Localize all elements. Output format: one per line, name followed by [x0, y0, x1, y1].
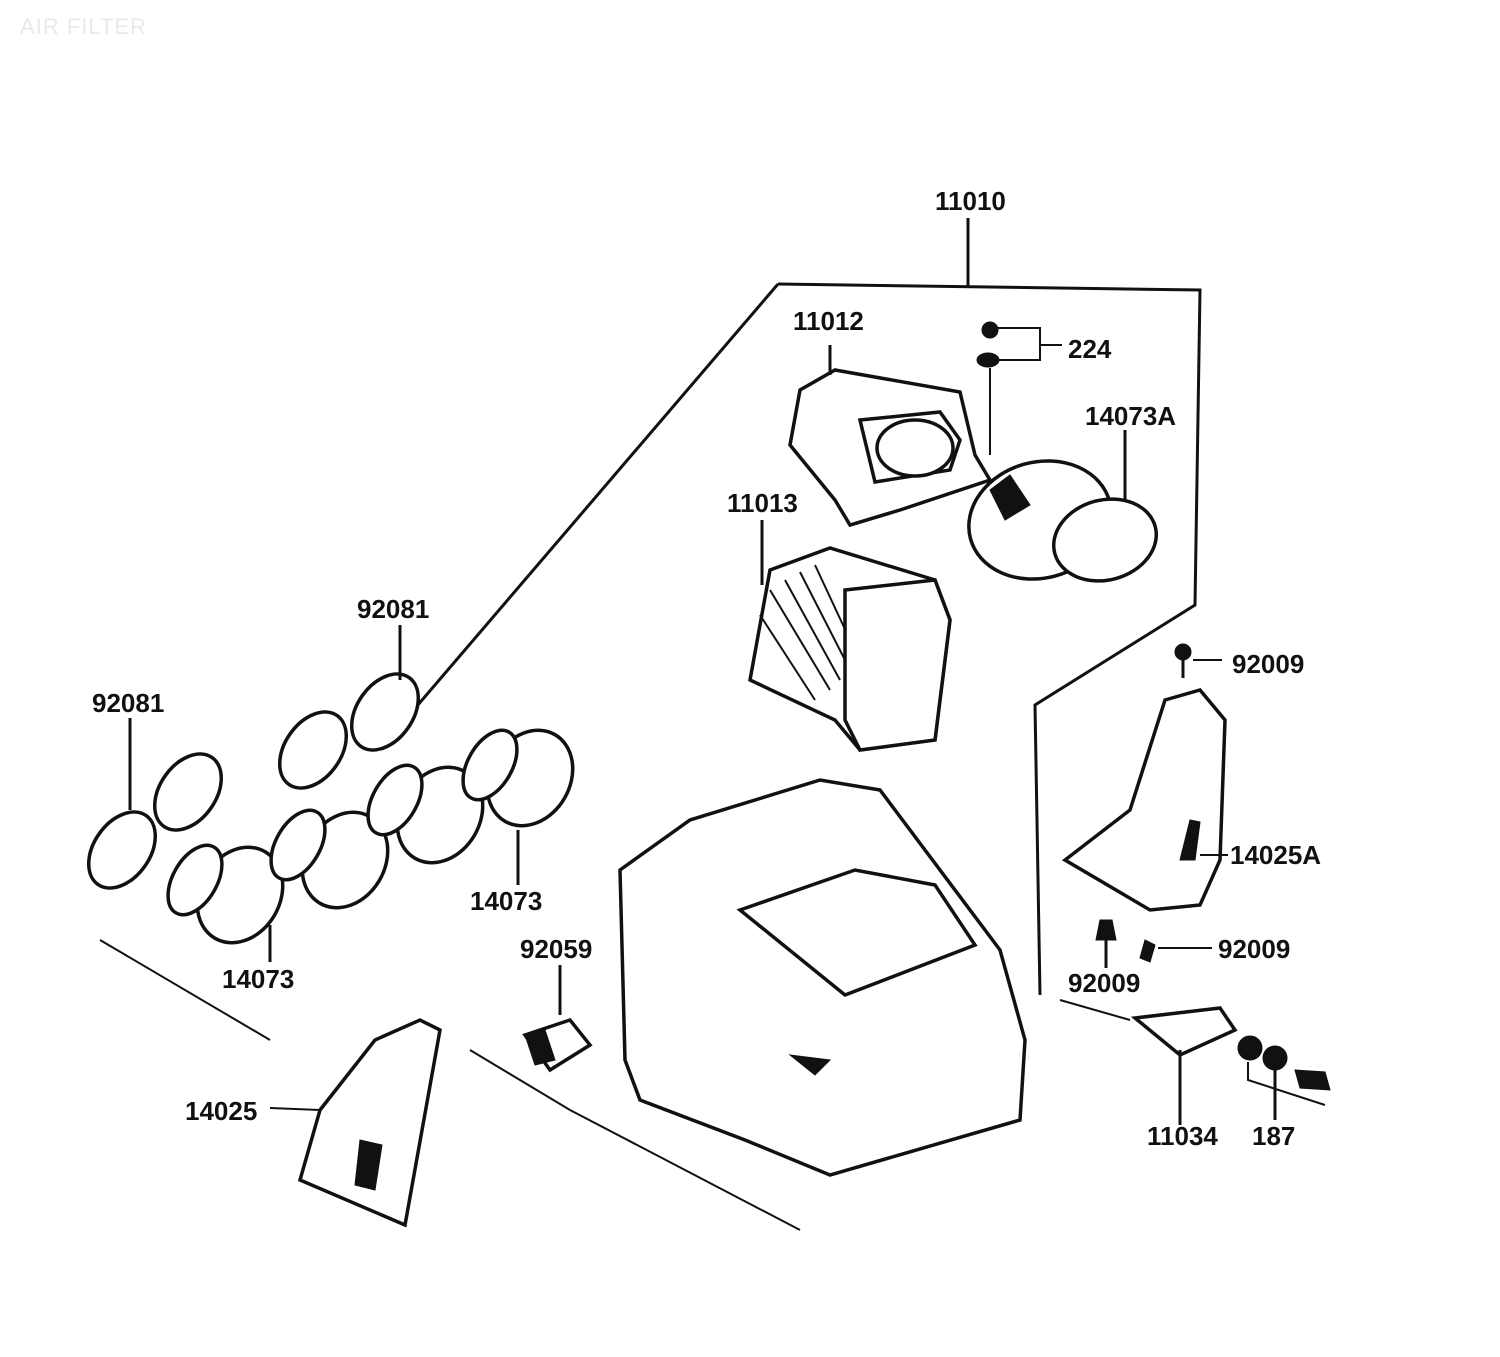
screws-92009-mid [1095, 919, 1212, 968]
filter-element-11013 [748, 520, 952, 752]
screw-224 [976, 321, 1062, 455]
assembly-outline-11010 [99, 218, 1202, 1231]
label-92081-right: 92081 [357, 594, 429, 624]
holder-14073A [967, 430, 1159, 583]
nuts-187 [1237, 1035, 1331, 1120]
label-14025A: 14025A [1230, 840, 1321, 870]
label-92009-mid-right: 92009 [1218, 934, 1290, 964]
page-title: AIR FILTER [20, 14, 147, 39]
label-11034: 11034 [1147, 1121, 1218, 1151]
part-labels: 11010 11012 224 14073A 11013 92081 92081… [92, 186, 1321, 1151]
label-11012: 11012 [793, 306, 864, 336]
label-14073-left: 14073 [222, 964, 294, 994]
air-box-case [618, 778, 1027, 1177]
label-92009-mid-left: 92009 [1068, 968, 1140, 998]
grommet-92059 [522, 965, 593, 1073]
label-14025: 14025 [185, 1096, 257, 1126]
bracket-11034 [1130, 1006, 1238, 1125]
label-11010: 11010 [935, 186, 1006, 216]
label-11013: 11013 [727, 488, 798, 518]
label-187: 187 [1252, 1121, 1295, 1151]
label-14073-right: 14073 [470, 886, 542, 916]
label-224: 224 [1068, 334, 1112, 364]
rings-92081 [86, 625, 421, 890]
holders-14073 [166, 728, 575, 962]
label-92059: 92059 [520, 934, 592, 964]
bracket-14025 [269, 1018, 442, 1228]
label-92009-top: 92009 [1232, 649, 1304, 679]
label-92081-left: 92081 [92, 688, 164, 718]
label-14073A: 14073A [1085, 401, 1176, 431]
bracket-14025A [1061, 643, 1228, 912]
air-cover-11012 [788, 345, 993, 528]
